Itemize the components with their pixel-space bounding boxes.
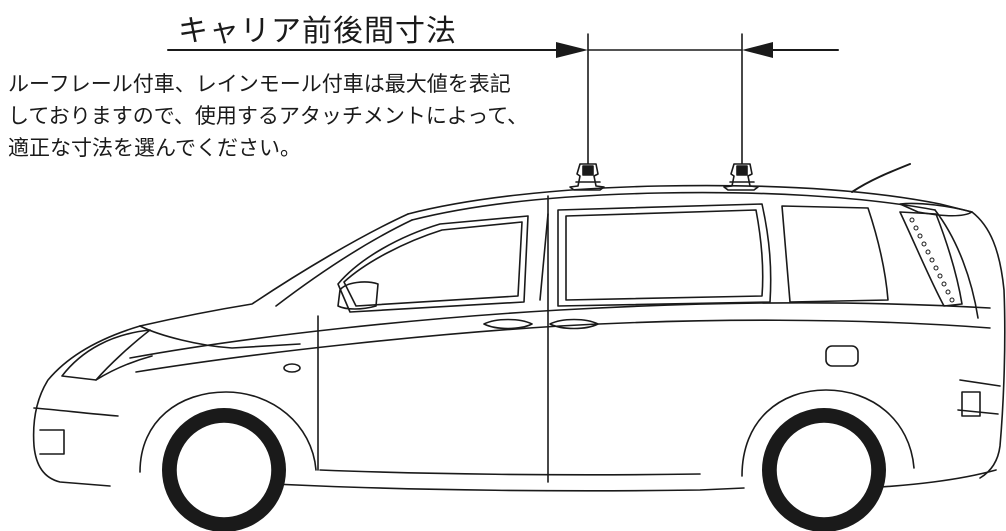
note-line-2: しておりますので、使用するアタッチメントによって、 bbox=[8, 104, 529, 128]
front-wheel bbox=[162, 408, 286, 531]
note-line-3: 適正な寸法を選んでください。 bbox=[8, 136, 301, 160]
dimension-line bbox=[167, 33, 839, 166]
rear-pillar-dots bbox=[909, 217, 955, 303]
front-wheel-arch bbox=[139, 391, 317, 473]
diagram-title: キャリア前後間寸法 bbox=[178, 14, 457, 49]
note-text: ルーフレール付車、レインモール付車は最大値を表記 しておりますので、使用するアタ… bbox=[8, 68, 528, 164]
carrier-foot-front bbox=[569, 163, 605, 191]
rear-wheel-arch bbox=[741, 389, 915, 477]
rear-wheel bbox=[762, 408, 886, 531]
note-line-1: ルーフレール付車、レインモール付車は最大値を表記 bbox=[8, 72, 511, 96]
car-body bbox=[32, 163, 1006, 492]
carrier-foot-rear bbox=[723, 163, 759, 191]
